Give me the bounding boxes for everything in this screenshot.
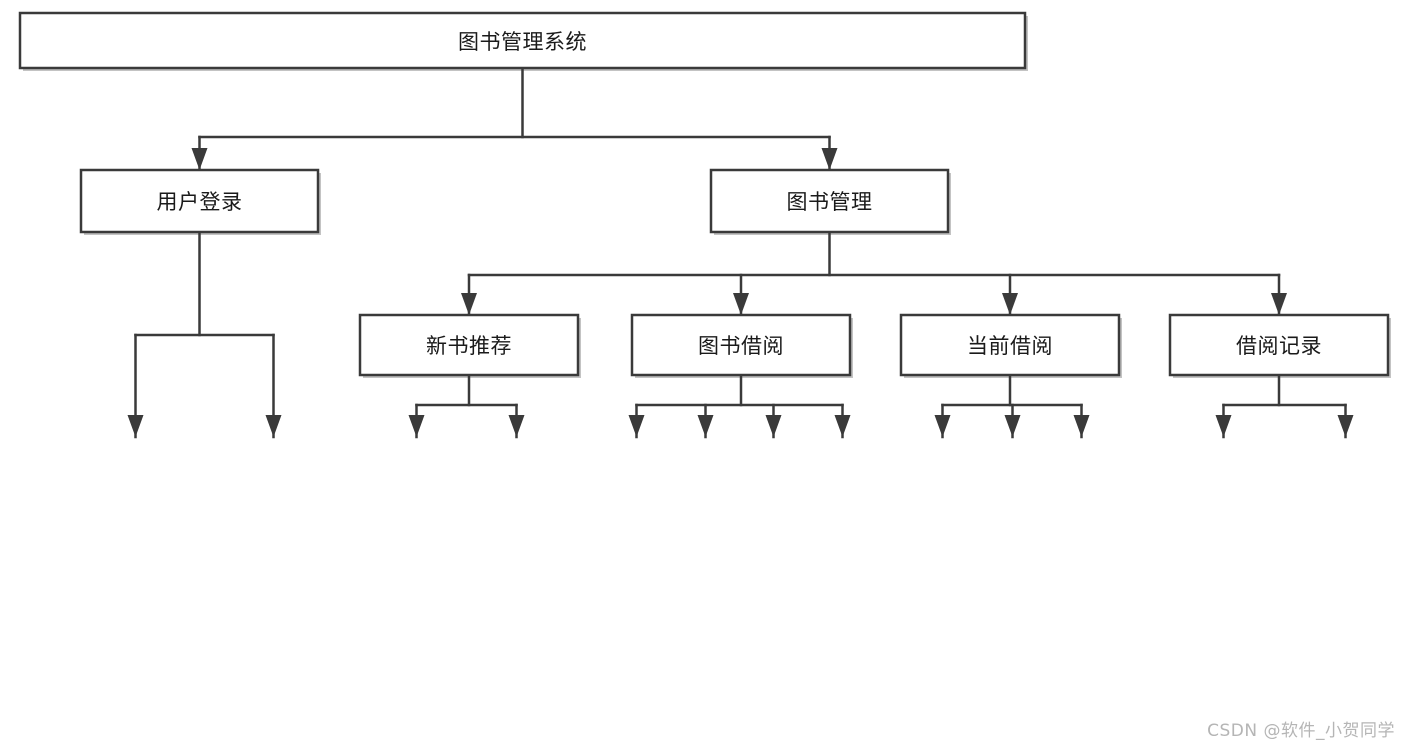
box-layer: [18, 11, 1390, 377]
arrowhead-icon: [191, 148, 208, 170]
arrowhead-icon: [628, 415, 645, 437]
arrowhead-icon: [765, 415, 782, 437]
arrowhead-icon: [508, 415, 525, 437]
arrowhead-layer: [127, 148, 1354, 437]
arrowhead-icon: [461, 293, 477, 315]
arrowhead-icon: [934, 415, 951, 437]
node-box-当前借阅[interactable]: [899, 313, 1121, 377]
arrowhead-icon: [1215, 415, 1232, 437]
arrowhead-icon: [733, 293, 749, 315]
node-box-新书推荐[interactable]: [358, 313, 580, 377]
arrowhead-icon: [1004, 415, 1021, 437]
arrowhead-icon: [1073, 415, 1090, 437]
node-box-图书借阅[interactable]: [630, 313, 852, 377]
arrowhead-icon: [408, 415, 425, 437]
node-box-图书管理系统[interactable]: [18, 11, 1027, 70]
arrowhead-icon: [127, 415, 144, 437]
arrowhead-icon: [697, 415, 714, 437]
node-box-借阅记录[interactable]: [1168, 313, 1390, 377]
arrowhead-icon: [834, 415, 851, 437]
connector-layer: [134, 66, 1347, 439]
arrowhead-icon: [1271, 293, 1287, 315]
arrowhead-icon: [265, 415, 282, 437]
arrowhead-icon: [1002, 293, 1018, 315]
node-box-用户登录[interactable]: [79, 168, 320, 234]
arrowhead-icon: [1337, 415, 1354, 437]
node-box-图书管理[interactable]: [709, 168, 950, 234]
arrowhead-icon: [821, 148, 838, 170]
